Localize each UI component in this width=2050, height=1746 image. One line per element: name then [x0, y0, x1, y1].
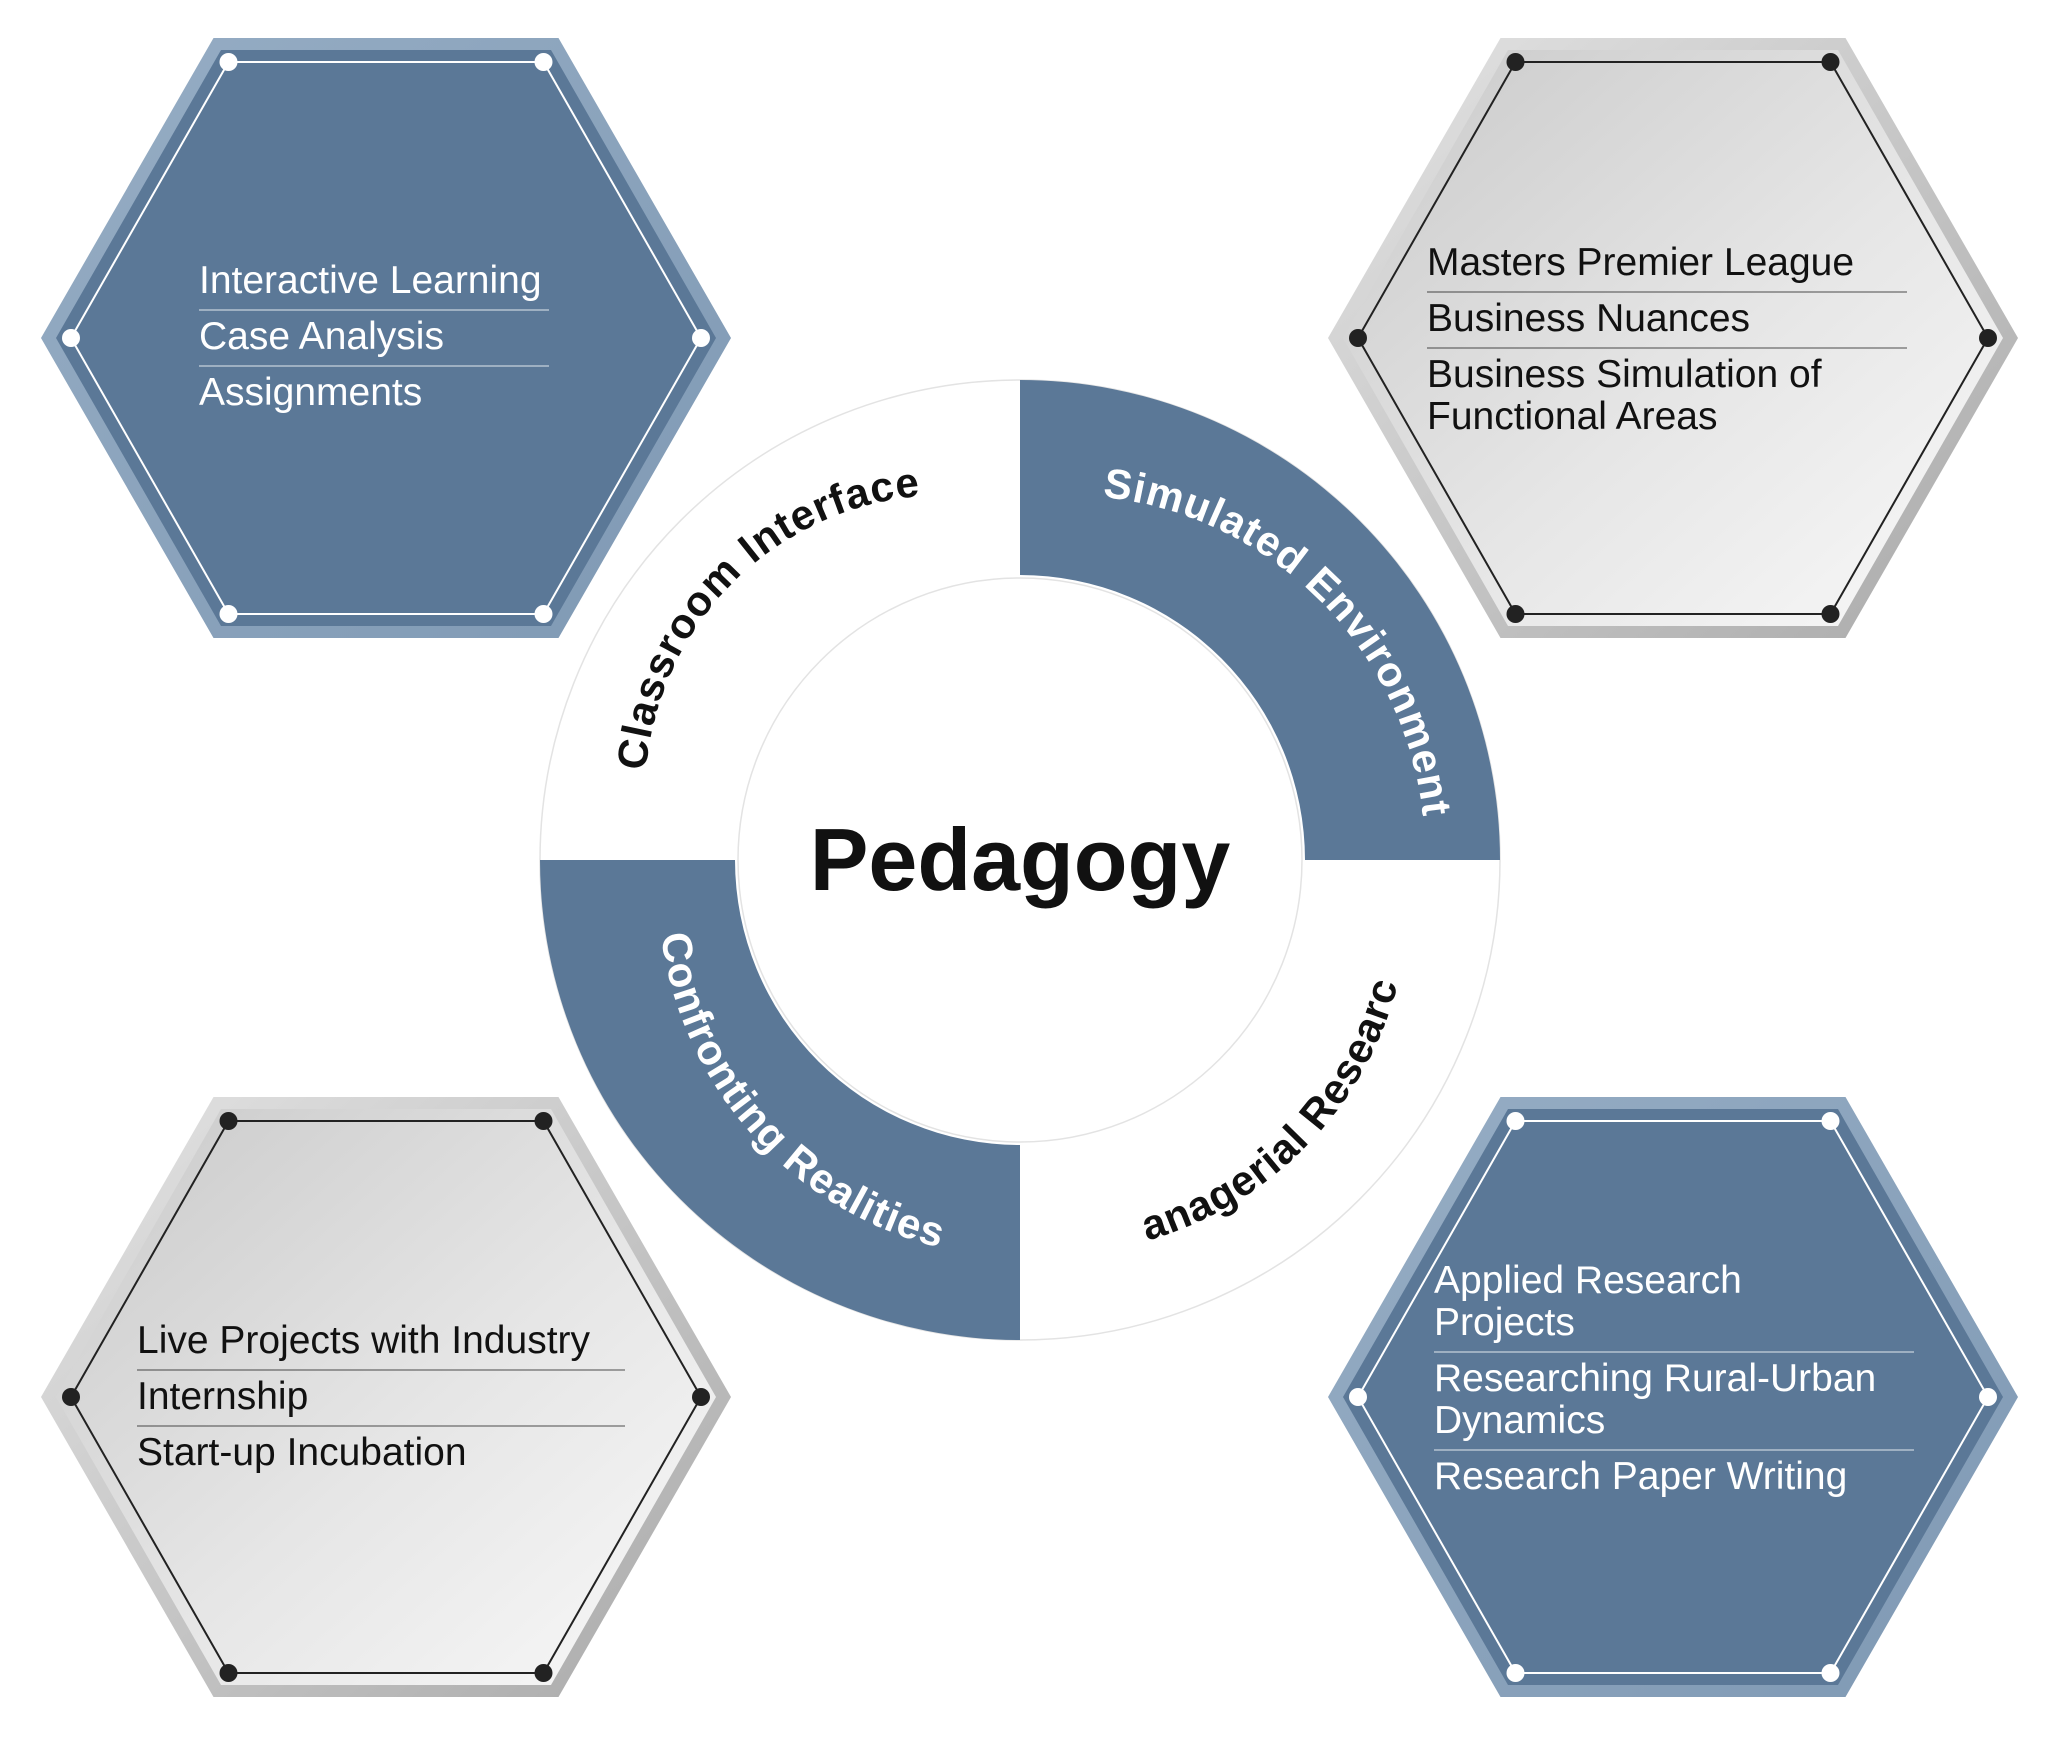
hexagon-item-text: Researching Rural-Urban [1434, 1357, 1876, 1400]
hexagon-vertex-dot [534, 1112, 553, 1130]
hexagon-fill [1343, 50, 2003, 626]
hexagon-fill [56, 1109, 716, 1685]
hexagon-vertex-dot [1506, 605, 1525, 623]
hexagon-item-text: Functional Areas [1427, 395, 1718, 438]
hexagon-vertex-dot [692, 1388, 710, 1406]
hexagon-item-text: Dynamics [1434, 1399, 1605, 1442]
hexagon-vertex-dot [534, 53, 553, 71]
hexagon-item-text: Interactive Learning [199, 259, 542, 302]
hexagon-vertex-dot [1349, 1388, 1367, 1406]
hexagon-item-text: Start-up Incubation [137, 1431, 467, 1474]
hexagon-vertex-dot [1821, 1112, 1840, 1130]
hexagon-vertex-dot [1821, 53, 1840, 71]
hexagon-vertex-dot [219, 1664, 238, 1682]
hexagon-vertex-dot [1506, 1112, 1525, 1130]
hexagon-vertex-dot [219, 53, 238, 71]
hexagon-vertex-dot [534, 1664, 553, 1682]
hexagon-vertex-dot [1979, 329, 1997, 347]
hexagon-item-text: Applied Research [1434, 1259, 1742, 1302]
hexagon-vertex-dot [1349, 329, 1367, 347]
center-circle [737, 577, 1303, 1143]
hexagon-vertex-dot [1506, 53, 1525, 71]
hexagon-vertex-dot [62, 1388, 80, 1406]
hexagon-vertex-dot [219, 1112, 238, 1130]
hexagon-item-text: Research Paper Writing [1434, 1455, 1847, 1498]
hexagon-fill [1343, 1109, 2003, 1685]
center-title: Pedagogy [810, 810, 1231, 909]
hexagon-item-text: Internship [137, 1375, 308, 1418]
hexagon-item-text: Business Simulation of [1427, 353, 1822, 396]
hexagon-item-text: Masters Premier League [1427, 241, 1854, 284]
hexagon-vertex-dot [534, 605, 553, 623]
hexagon-vertex-dot [692, 329, 710, 347]
hexagon-vertex-dot [1821, 1664, 1840, 1682]
hexagon-vertex-dot [1821, 605, 1840, 623]
hexagon-vertex-dot [62, 329, 80, 347]
hexagon-item-text: Business Nuances [1427, 297, 1750, 340]
hexagon-item-text: Projects [1434, 1301, 1575, 1344]
ring-segment-simulated-environment [1020, 380, 1500, 860]
hexagon-bottom-left: Live Projects with IndustryInternshipSta… [41, 1097, 731, 1697]
hexagon-vertex-dot [219, 605, 238, 623]
ring-segment-confronting-realities [540, 860, 1020, 1340]
hexagon-item-text: Assignments [199, 371, 422, 414]
hexagon-vertex-dot [1979, 1388, 1997, 1406]
hexagon-fill [56, 50, 716, 626]
hexagon-item-text: Live Projects with Industry [137, 1319, 591, 1362]
hexagon-vertex-dot [1506, 1664, 1525, 1682]
hexagon-item-text: Case Analysis [199, 315, 444, 358]
